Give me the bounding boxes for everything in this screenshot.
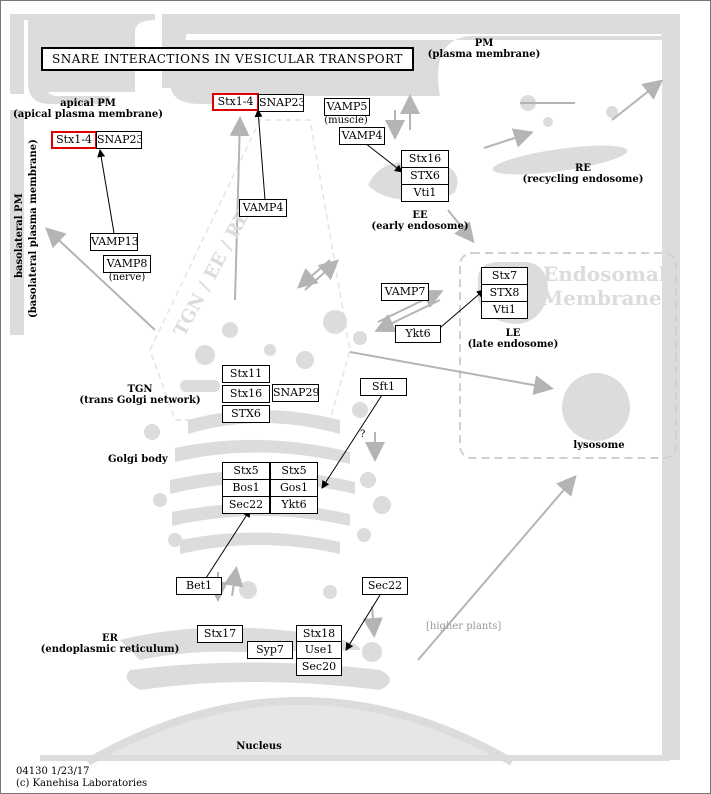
- gene-gos1[interactable]: Gos1: [270, 479, 318, 497]
- gene-stx16-tgn[interactable]: Stx16: [222, 385, 270, 403]
- gene-vamp7[interactable]: VAMP7: [381, 283, 429, 301]
- label-pm-full: (plasma membrane): [427, 49, 541, 60]
- label-golgi-body: Golgi body: [108, 454, 168, 465]
- gene-stx16-ee[interactable]: Stx16: [401, 150, 449, 168]
- gene-stx1-4-apical[interactable]: Stx1-4: [51, 131, 97, 149]
- gene-stx1-4-pm[interactable]: Stx1-4: [212, 93, 259, 111]
- gene-stx18[interactable]: Stx18: [296, 625, 342, 643]
- watermark-membranes: Membranes: [541, 286, 674, 310]
- watermark-endosomal: Endosomal: [543, 262, 667, 286]
- label-nucleus: Nucleus: [236, 741, 282, 752]
- gene-vamp4-mid[interactable]: VAMP4: [239, 199, 287, 217]
- endosomal-region: [459, 252, 677, 459]
- diagram-title: SNARE INTERACTIONS IN VESICULAR TRANSPOR…: [41, 47, 414, 71]
- label-re-full: (recycling endosome): [522, 174, 644, 185]
- label-apical-pm-full: (apical plasma membrane): [13, 109, 163, 120]
- gene-snap23-apical[interactable]: SNAP23: [96, 131, 142, 149]
- gene-ykt6-le[interactable]: Ykt6: [395, 325, 441, 343]
- gene-stx5-a[interactable]: Stx5: [222, 462, 270, 480]
- label-re: RE: [575, 163, 591, 174]
- gene-vti1-ee[interactable]: Vti1: [401, 184, 449, 202]
- gene-stx6-tgn[interactable]: STX6: [222, 405, 270, 423]
- label-tgn: TGN: [127, 384, 153, 395]
- label-pm: PM: [474, 38, 494, 49]
- gene-sec22-er[interactable]: Sec22: [362, 577, 408, 595]
- lysosome: [562, 373, 630, 441]
- pm-top-band: [162, 14, 680, 34]
- label-apical-pm: apical PM: [60, 98, 116, 109]
- label-ee: EE: [412, 210, 428, 221]
- recycling-endosome: [492, 145, 628, 175]
- gene-stx8[interactable]: STX8: [481, 284, 528, 302]
- label-ee-full: (early endosome): [371, 221, 469, 232]
- label-er-full: (endoplasmic reticulum): [40, 644, 180, 655]
- basolateral-pm-top: [10, 14, 24, 94]
- annotation-muscle: (muscle): [324, 115, 368, 126]
- gene-vamp13[interactable]: VAMP13: [90, 233, 138, 251]
- pm-right-band: [662, 14, 680, 760]
- gene-sec22-golgi[interactable]: Sec22: [222, 496, 270, 514]
- gene-syp7[interactable]: Syp7: [247, 641, 293, 659]
- label-basolateral-pm-full: (basolateral plasma membrane): [28, 139, 39, 318]
- annotation-question: ?: [360, 429, 366, 440]
- gene-snap29[interactable]: SNAP29: [272, 384, 319, 402]
- gene-use1[interactable]: Use1: [296, 641, 342, 659]
- basolateral-pm: [10, 110, 24, 335]
- gene-snap23-pm[interactable]: SNAP23: [258, 94, 304, 112]
- gene-ykt6-golgi[interactable]: Ykt6: [270, 496, 318, 514]
- gene-vamp4-top[interactable]: VAMP4: [339, 127, 385, 145]
- gene-stx7[interactable]: Stx7: [481, 267, 528, 285]
- annotation-nerve: (nerve): [108, 272, 146, 283]
- label-le-full: (late endosome): [467, 339, 559, 350]
- gene-stx11[interactable]: Stx11: [222, 365, 270, 383]
- gene-stx6-ee[interactable]: STX6: [401, 167, 449, 185]
- label-basolateral-pm: basolateral PM: [14, 193, 25, 278]
- gene-bos1[interactable]: Bos1: [222, 479, 270, 497]
- gene-vamp5[interactable]: VAMP5: [324, 98, 370, 116]
- label-tgn-full: (trans Golgi network): [79, 395, 201, 406]
- label-lysosome: lysosome: [573, 440, 625, 451]
- gene-bet1[interactable]: Bet1: [176, 577, 222, 595]
- footer-id-date: 04130 1/23/17: [16, 766, 90, 777]
- label-le: LE: [505, 328, 521, 339]
- gene-sec20[interactable]: Sec20: [296, 658, 342, 676]
- gene-sft1[interactable]: Sft1: [360, 378, 407, 396]
- gene-stx5-b[interactable]: Stx5: [270, 462, 318, 480]
- gene-vamp8[interactable]: VAMP8: [103, 255, 151, 273]
- label-er: ER: [102, 633, 118, 644]
- footer-copyright: (c) Kanehisa Laboratories: [16, 778, 148, 789]
- annotation-higher-plants: [higher plants]: [426, 621, 502, 632]
- gene-vti1-le[interactable]: Vti1: [481, 301, 528, 319]
- plasma-membrane: [162, 14, 680, 760]
- gene-stx17[interactable]: Stx17: [197, 625, 243, 643]
